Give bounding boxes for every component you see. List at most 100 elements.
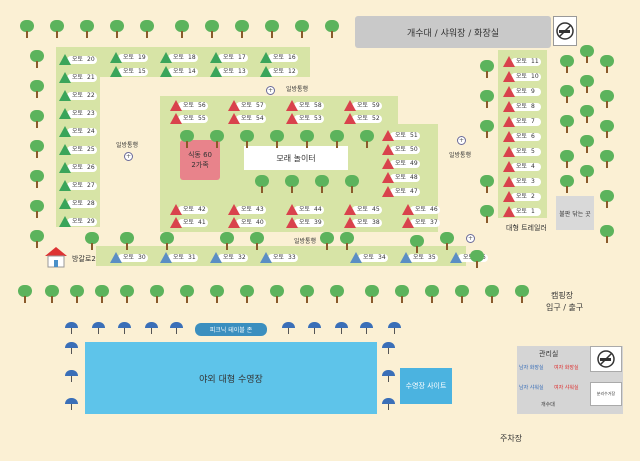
tree-crown [600, 55, 614, 67]
tree-icon [600, 120, 614, 138]
tree-trunk [586, 116, 588, 123]
tree-icon [560, 115, 574, 133]
pool-site[interactable]: 수영장 사이트 [400, 368, 452, 404]
facility-bar[interactable]: 개수대 / 샤워장 / 화장실 [355, 16, 551, 48]
tree-crown [485, 285, 499, 297]
campsite-pill [67, 200, 97, 208]
tree-icon [560, 150, 574, 168]
tent-icon [228, 100, 240, 111]
tree-trunk [321, 186, 323, 193]
sandbox[interactable]: 모래 놀이터 [244, 146, 348, 170]
umbrella-pole [71, 348, 72, 354]
campsite-number: 45 [372, 206, 380, 213]
fire-area[interactable]: 불판 닦는 곳 [556, 196, 594, 230]
umbrella-icon [170, 322, 183, 334]
campsite-pill [168, 254, 198, 262]
tent-icon [400, 252, 412, 263]
walkway-label-3: 일방통행 [449, 152, 472, 159]
campsite-number: 9 [531, 88, 535, 95]
campsite-pill [511, 163, 541, 171]
tent-icon [59, 162, 71, 173]
tree-icon [580, 165, 594, 183]
picnic-zone[interactable]: 피크닉 테이블 존 [195, 323, 267, 336]
no-smoking-icon [553, 16, 577, 46]
campsite-pill [218, 254, 248, 262]
outdoor-pool[interactable]: 야외 대형 수영장 [85, 342, 377, 414]
campsite-pill [67, 74, 97, 82]
campsite-number: 56 [198, 102, 206, 109]
tree-trunk [216, 296, 218, 303]
tree-trunk [606, 101, 608, 108]
tree-crown [515, 285, 529, 297]
tent-icon [344, 204, 356, 215]
tree-crown [140, 20, 154, 32]
umbrella-pole [151, 328, 152, 334]
tree-icon [30, 200, 44, 218]
campsite-number: 11 [531, 58, 539, 65]
entrance-line2: 입구 / 출구 [546, 303, 584, 312]
tree-crown [300, 285, 314, 297]
campsite-pill [168, 68, 198, 76]
tree-icon [205, 20, 219, 38]
tree-trunk [216, 141, 218, 148]
